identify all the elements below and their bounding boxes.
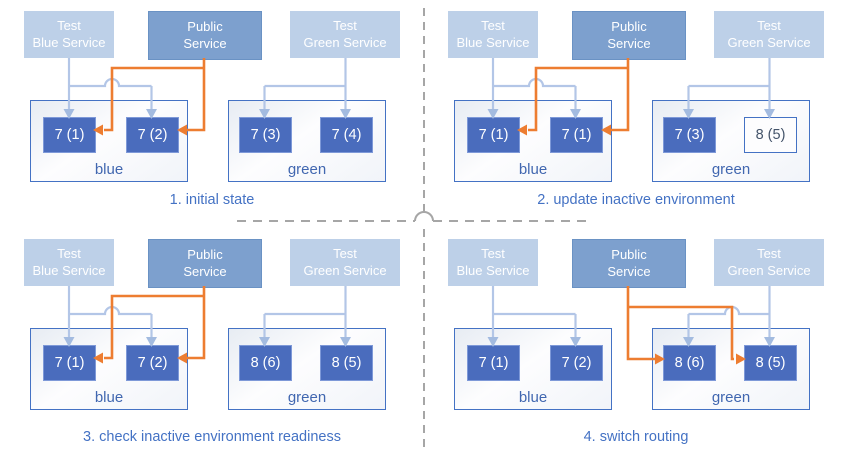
service-label: Green Service — [303, 34, 387, 50]
green-environment-box: 7 (3) 7 (4) green — [228, 100, 386, 182]
service-label: Test — [481, 18, 505, 33]
service-label: Public — [187, 19, 223, 34]
pod: 7 (1) — [467, 117, 520, 153]
blue-environment-box: 7 (1) 7 (2) blue — [454, 328, 612, 410]
service-label: Service — [607, 35, 651, 51]
service-label: Test — [757, 246, 781, 261]
panel-check-inactive-environment-readiness: Test Blue Service Public Service Test Gr… — [0, 228, 424, 456]
service-label: Public — [187, 247, 223, 262]
service-label: Blue Service — [32, 34, 106, 50]
service-label: Blue Service — [32, 262, 106, 278]
environment-label: blue — [94, 389, 124, 406]
service-label: Test — [757, 18, 781, 33]
public-service-box: Public Service — [148, 239, 262, 288]
panel-caption: 3. check inactive environment readiness — [83, 429, 341, 445]
pod-new: 8 (5) — [744, 117, 797, 153]
pod: 7 (1) — [43, 117, 96, 153]
panel-caption: 2. update inactive environment — [537, 192, 735, 208]
blue-environment-box: 7 (1) 7 (2) blue — [30, 328, 188, 410]
blue-environment-box: 7 (1) 7 (2) blue — [30, 100, 188, 182]
panel-caption: 4. switch routing — [583, 429, 689, 445]
green-environment-box: 8 (6) 8 (5) green — [652, 328, 810, 410]
pod: 8 (5) — [320, 345, 373, 381]
pod: 7 (1) — [467, 345, 520, 381]
pod: 8 (6) — [239, 345, 292, 381]
test-green-service-box: Test Green Service — [290, 11, 400, 58]
service-label: Service — [607, 263, 651, 279]
pod: 7 (2) — [126, 117, 179, 153]
environment-label: green — [711, 389, 751, 406]
pod: 7 (2) — [550, 345, 603, 381]
pod: 7 (3) — [663, 117, 716, 153]
test-blue-service-box: Test Blue Service — [448, 239, 538, 286]
environment-label: green — [711, 161, 751, 178]
pod: 7 (2) — [126, 345, 179, 381]
pod: 8 (6) — [663, 345, 716, 381]
service-label: Green Service — [303, 262, 387, 278]
environment-label: green — [287, 161, 327, 178]
service-label: Public — [611, 247, 647, 262]
green-environment-box: 7 (3) 8 (5) green — [652, 100, 810, 182]
panel-update-inactive-environment: Test Blue Service Public Service Test Gr… — [424, 0, 848, 228]
service-label: Service — [183, 35, 227, 51]
environment-label: blue — [518, 161, 548, 178]
test-green-service-box: Test Green Service — [714, 11, 824, 58]
service-label: Green Service — [727, 34, 811, 50]
environment-label: blue — [94, 161, 124, 178]
green-environment-box: 8 (6) 8 (5) green — [228, 328, 386, 410]
service-label: Blue Service — [456, 262, 530, 278]
service-label: Test — [57, 18, 81, 33]
test-blue-service-box: Test Blue Service — [24, 11, 114, 58]
pod: 7 (4) — [320, 117, 373, 153]
panel-switch-routing: Test Blue Service Public Service Test Gr… — [424, 228, 848, 456]
public-service-box: Public Service — [148, 11, 262, 60]
test-green-service-box: Test Green Service — [290, 239, 400, 286]
service-label: Test — [333, 246, 357, 261]
panel-caption: 1. initial state — [169, 192, 255, 208]
test-blue-service-box: Test Blue Service — [448, 11, 538, 58]
test-green-service-box: Test Green Service — [714, 239, 824, 286]
test-blue-service-box: Test Blue Service — [24, 239, 114, 286]
public-service-box: Public Service — [572, 239, 686, 288]
public-service-box: Public Service — [572, 11, 686, 60]
service-label: Service — [183, 263, 227, 279]
service-label: Public — [611, 19, 647, 34]
pod: 7 (1) — [550, 117, 603, 153]
environment-label: blue — [518, 389, 548, 406]
service-label: Blue Service — [456, 34, 530, 50]
service-label: Test — [333, 18, 357, 33]
blue-environment-box: 7 (1) 7 (1) blue — [454, 100, 612, 182]
pod: 7 (3) — [239, 117, 292, 153]
service-label: Green Service — [727, 262, 811, 278]
service-label: Test — [57, 246, 81, 261]
panel-initial-state: Test Blue Service Public Service Test Gr… — [0, 0, 424, 228]
service-label: Test — [481, 246, 505, 261]
environment-label: green — [287, 389, 327, 406]
pod: 7 (1) — [43, 345, 96, 381]
pod: 8 (5) — [744, 345, 797, 381]
